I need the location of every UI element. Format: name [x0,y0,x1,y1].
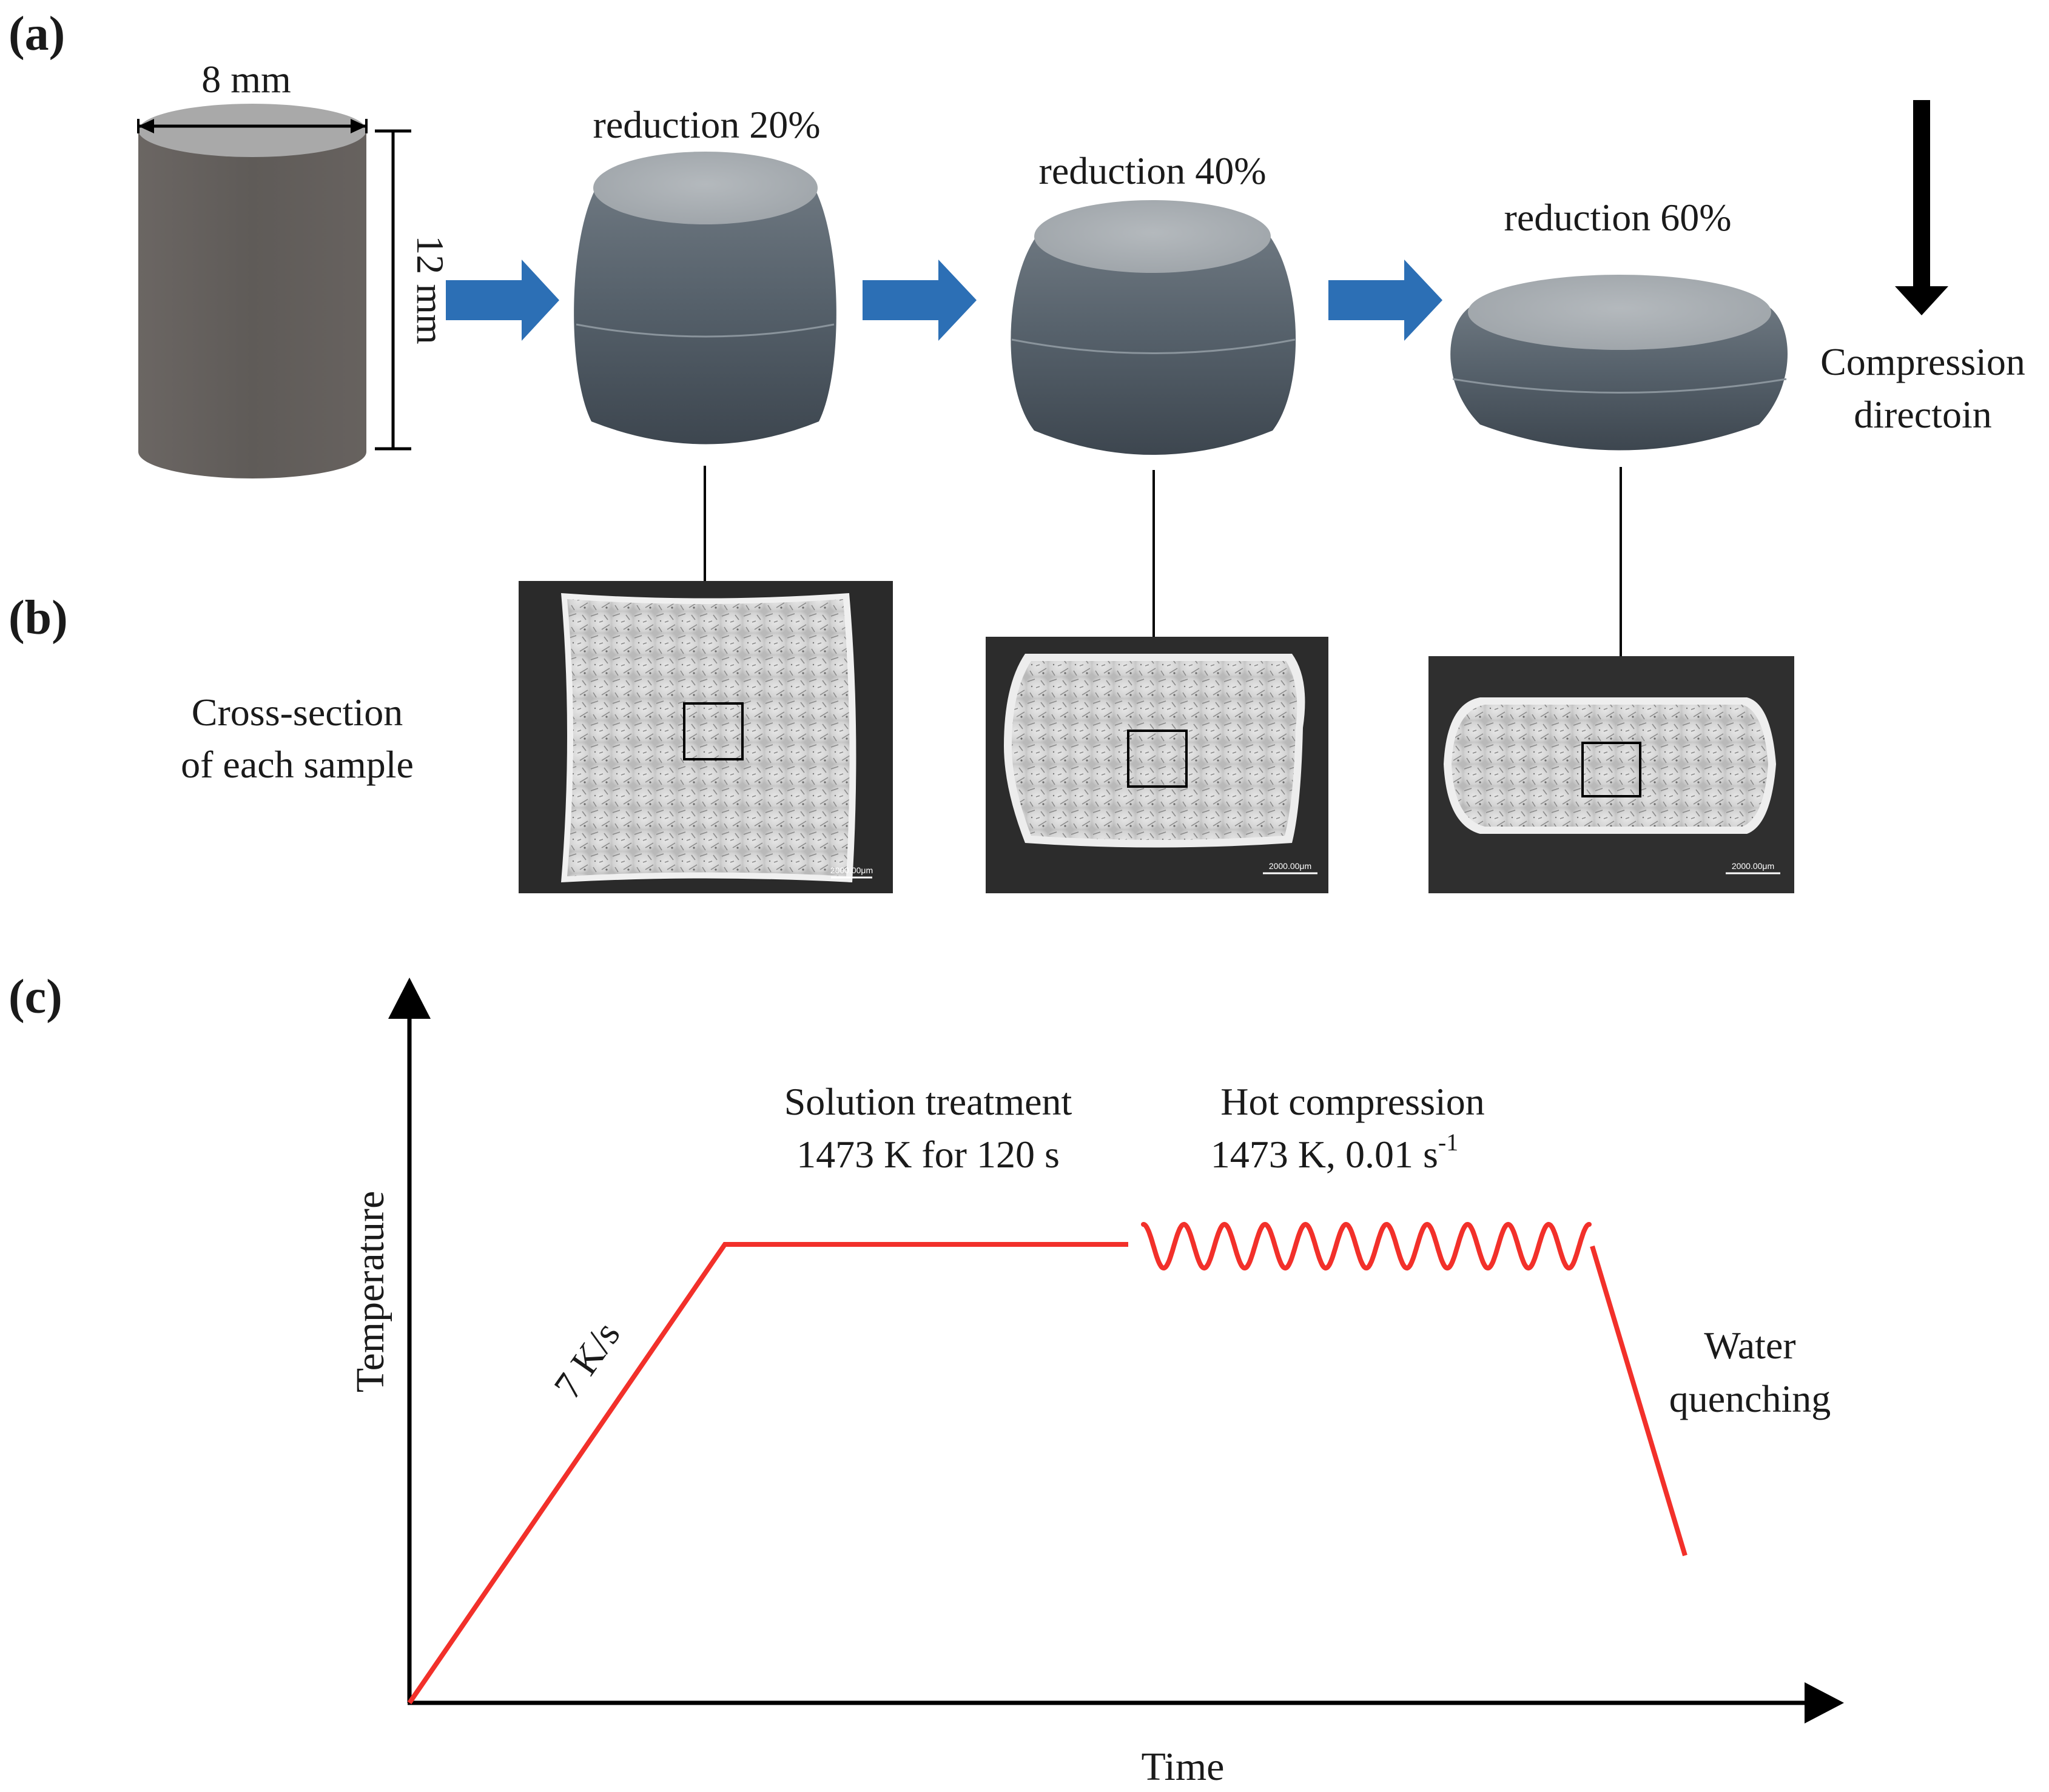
compression-direction-label-1: Compression [1820,340,2025,383]
scale-bar-label: 2000.00μm [1732,861,1774,871]
sample-40-percent [1011,200,1296,455]
region-of-interest [1127,730,1188,788]
solution-treatment-condition: 1473 K for 120 s [796,1133,1060,1176]
process-arrow-2 [863,260,977,341]
compression-direction-arrow [1895,100,1948,315]
y-axis-arrowhead [388,978,431,1019]
hot-compression-condition: 1473 K, 0.01 s-1 [1211,1129,1458,1176]
sample-20-percent [574,152,836,445]
panel-label-c: (c) [8,970,62,1024]
y-axis-label: Temperature [348,1191,392,1393]
hot-compression-segment [1141,1221,1592,1271]
cross-section-label-1: Cross-section [192,691,403,734]
diameter-dimension [137,119,368,133]
cross-section-label-2: of each sample [181,743,414,786]
water-quench-label-1: Water [1704,1324,1795,1367]
height-dimension [375,129,411,451]
initial-cylinder [138,104,366,478]
micrograph-40-percent: 2000.00μm [986,637,1328,893]
scale-bar-label: 2000.00μm [830,865,873,875]
compression-direction-label-2: directoin [1854,393,1991,436]
heating-rate-label: 7 K/s [545,1314,628,1406]
height-label: 12 mm [409,235,452,344]
panel-label-b: (b) [8,591,68,645]
thermal-profile: Time Temperature 7 K/s Solution treatmen… [348,978,1844,1789]
diameter-label: 8 mm [201,58,291,101]
stage-3-label: reduction 60% [1504,196,1732,239]
stage-1-label: reduction 20% [593,103,821,146]
micrograph-20-percent: 2000.00μm [519,581,893,893]
water-quench-label-2: quenching [1669,1377,1831,1420]
sample-60-percent [1450,275,1788,451]
panel-label-a: (a) [8,7,65,61]
region-of-interest [1581,742,1641,797]
micrograph-60-percent: 2000.00μm [1428,656,1794,893]
region-of-interest [683,702,744,760]
stage-2-label: reduction 40% [1039,149,1267,192]
x-axis-arrowhead [1805,1682,1844,1723]
scale-bar-label: 2000.00μm [1269,861,1311,871]
process-arrow-1 [446,260,559,341]
hot-compression-label: Hot compression [1220,1080,1485,1123]
water-quench-segment [1590,1245,1687,1557]
process-arrow-3 [1328,260,1442,341]
heating-and-hold-segment [407,1242,1128,1705]
x-axis-label: Time [1142,1745,1225,1789]
solution-treatment-label: Solution treatment [784,1080,1072,1123]
